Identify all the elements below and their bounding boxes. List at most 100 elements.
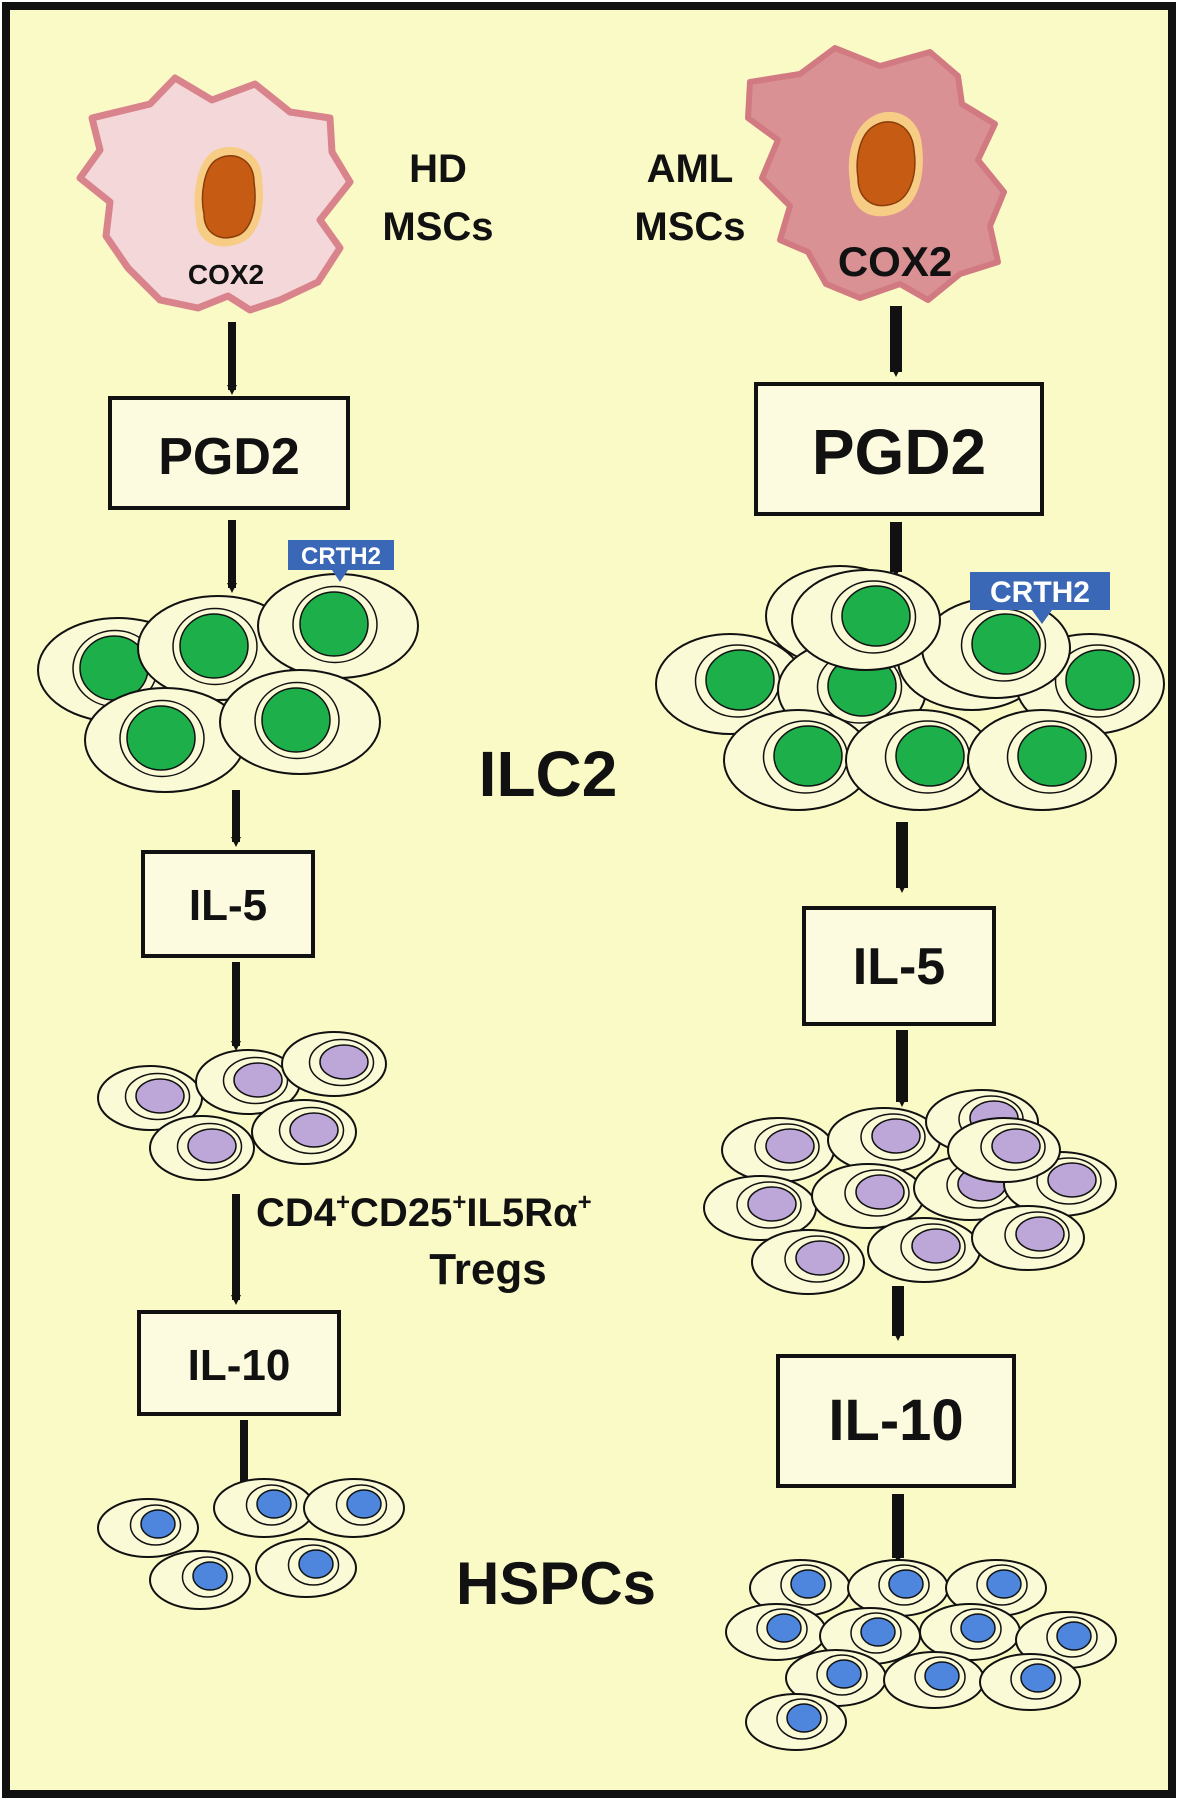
aml-hspc-cell-3-nucleus: [986, 1569, 1022, 1599]
aml-treg-cell-1-nucleus: [765, 1128, 815, 1164]
aml-il5-box: IL-5: [802, 906, 996, 1026]
aml-msc-cell: COX2: [745, 45, 1007, 303]
treg-cd4: CD4: [256, 1191, 337, 1235]
aml-hspc-cluster: [725, 1559, 1117, 1751]
hd-ilc2-cell-4: [84, 687, 246, 793]
aml-msc-label-line1: AML: [647, 147, 734, 191]
aml-treg-cell-5-nucleus: [855, 1174, 905, 1210]
aml-ilc2-cell-2-nucleus: [705, 649, 775, 711]
hd-hspc-cell-3: [303, 1478, 405, 1538]
hd-crth2-badge: CRTH2: [288, 540, 394, 582]
hd-il10-label: IL-10: [188, 1341, 291, 1390]
hd-ilc2-cell-3: [257, 573, 419, 679]
aml-il10-label: IL-10: [828, 1388, 963, 1453]
aml-treg-cell-8: [751, 1229, 865, 1295]
aml-ilc2-cluster: [655, 565, 1165, 811]
hd-hspc-cell-2: [213, 1478, 315, 1538]
aml-hspc-cell-8-nucleus: [826, 1659, 862, 1689]
aml-ilc2-cell-10: [791, 569, 941, 671]
aml-hspc-cell-6-nucleus: [960, 1613, 996, 1643]
aml-hspc-cell-1-nucleus: [790, 1569, 826, 1599]
aml-hspc-cell-2-nucleus: [888, 1569, 924, 1599]
aml-ilc2-cell-6-nucleus: [773, 725, 843, 787]
aml-treg-cell-8-nucleus: [795, 1240, 845, 1276]
aml-hspc-cell-3: [945, 1559, 1047, 1617]
treg-marker-label: CD4+CD25+IL5Rα+: [256, 1189, 592, 1235]
hd-pgd2-label: PGD2: [158, 428, 300, 486]
aml-treg-cell-9-nucleus: [911, 1228, 961, 1264]
hd-crth2-label: CRTH2: [301, 543, 381, 570]
hd-pgd2-box: PGD2: [108, 396, 350, 510]
aml-treg-cell-11-nucleus: [991, 1128, 1041, 1164]
aml-hspc-cell-4: [725, 1603, 827, 1661]
hd-ilc2-cluster: [37, 573, 419, 793]
hd-ilc2-cell-2-nucleus: [179, 613, 249, 679]
aml-pgd2-box: PGD2: [754, 382, 1044, 516]
aml-treg-cell-1: [721, 1117, 835, 1183]
aml-hspc-cell-1: [749, 1559, 851, 1617]
hd-treg-cell-1: [97, 1065, 203, 1131]
aml-il5-label: IL-5: [853, 938, 945, 996]
hd-ilc2-cell-5: [219, 669, 381, 775]
hd-il5-label: IL-5: [189, 881, 267, 930]
aml-crth2-badge: CRTH2: [970, 572, 1110, 624]
aml-hspc-cell-10-nucleus: [1020, 1663, 1056, 1693]
hd-hspc-cell-3-nucleus: [346, 1489, 382, 1519]
hd-msc-nucleus: [201, 155, 256, 239]
aml-ilc2-cell-5-nucleus: [1065, 649, 1135, 711]
hd-hspc-cell-4: [149, 1550, 251, 1610]
aml-hspc-cell-9-nucleus: [924, 1661, 960, 1691]
treg-il5ra: IL5Rα: [466, 1191, 578, 1235]
hd-treg-cell-1-nucleus: [135, 1078, 185, 1114]
hd-il5-box: IL-5: [141, 850, 315, 958]
hd-treg-cell-5-nucleus: [289, 1112, 339, 1148]
aml-treg-cell-4: [703, 1175, 817, 1241]
aml-treg-cell-4-nucleus: [747, 1186, 797, 1222]
aml-msc-nucleus: [856, 121, 916, 207]
aml-ilc2-cell-8: [967, 709, 1117, 811]
aml-hspc-cell-2: [847, 1559, 949, 1617]
aml-treg-cell-7-nucleus: [1047, 1162, 1097, 1198]
hd-hspc-cell-4-nucleus: [192, 1561, 228, 1591]
treg-plus-1: +: [336, 1189, 350, 1216]
aml-ilc2-cell-7-nucleus: [895, 725, 965, 787]
hd-treg-cluster: [97, 1031, 387, 1181]
hd-ilc2-cell-3-nucleus: [299, 591, 369, 657]
hd-treg-cell-4-nucleus: [187, 1128, 237, 1164]
aml-ilc2-cell-9: [921, 597, 1071, 699]
hd-hspc-cell-2-nucleus: [256, 1489, 292, 1519]
hd-treg-cell-3-nucleus: [319, 1044, 369, 1080]
hd-treg-cell-4: [149, 1115, 255, 1181]
hd-msc-cell: COX2: [76, 74, 354, 314]
aml-treg-cell-2: [827, 1107, 941, 1173]
aml-ilc2-cell-8-nucleus: [1017, 725, 1087, 787]
hd-hspc-cell-1: [97, 1498, 199, 1558]
aml-hspc-cell-10: [979, 1653, 1081, 1711]
aml-ilc2-cell-6: [723, 709, 873, 811]
aml-ilc2-cell-9-nucleus: [971, 613, 1041, 675]
aml-treg-cell-2-nucleus: [871, 1118, 921, 1154]
hd-hspc-cell-5-nucleus: [298, 1549, 334, 1579]
treg-cd25: CD25: [350, 1191, 452, 1235]
aml-hspc-cell-6: [919, 1603, 1021, 1661]
aml-cox2-label: COX2: [838, 238, 952, 285]
aml-hspc-cell-5-nucleus: [860, 1617, 896, 1647]
aml-hspc-cell-4-nucleus: [766, 1613, 802, 1643]
hd-msc-label-line2: MSCs: [382, 205, 493, 249]
aml-msc-label-line2: MSCs: [634, 205, 745, 249]
treg-plus-2: +: [452, 1189, 466, 1216]
hd-treg-cell-2: [195, 1049, 301, 1115]
hd-cox2-label: COX2: [188, 259, 264, 290]
aml-treg-cell-10: [971, 1205, 1085, 1271]
hd-msc-label-line1: HD: [409, 147, 467, 191]
hd-hspc-cell-1-nucleus: [140, 1509, 176, 1539]
aml-hspc-cell-7-nucleus: [1056, 1621, 1092, 1651]
treg-plus-3: +: [578, 1189, 592, 1216]
aml-hspc-cell-11-nucleus: [786, 1703, 822, 1733]
aml-treg-cell-11: [947, 1117, 1061, 1183]
hd-treg-cell-2-nucleus: [233, 1062, 283, 1098]
aml-treg-cell-5: [811, 1163, 925, 1229]
aml-treg-cell-9: [867, 1217, 981, 1283]
